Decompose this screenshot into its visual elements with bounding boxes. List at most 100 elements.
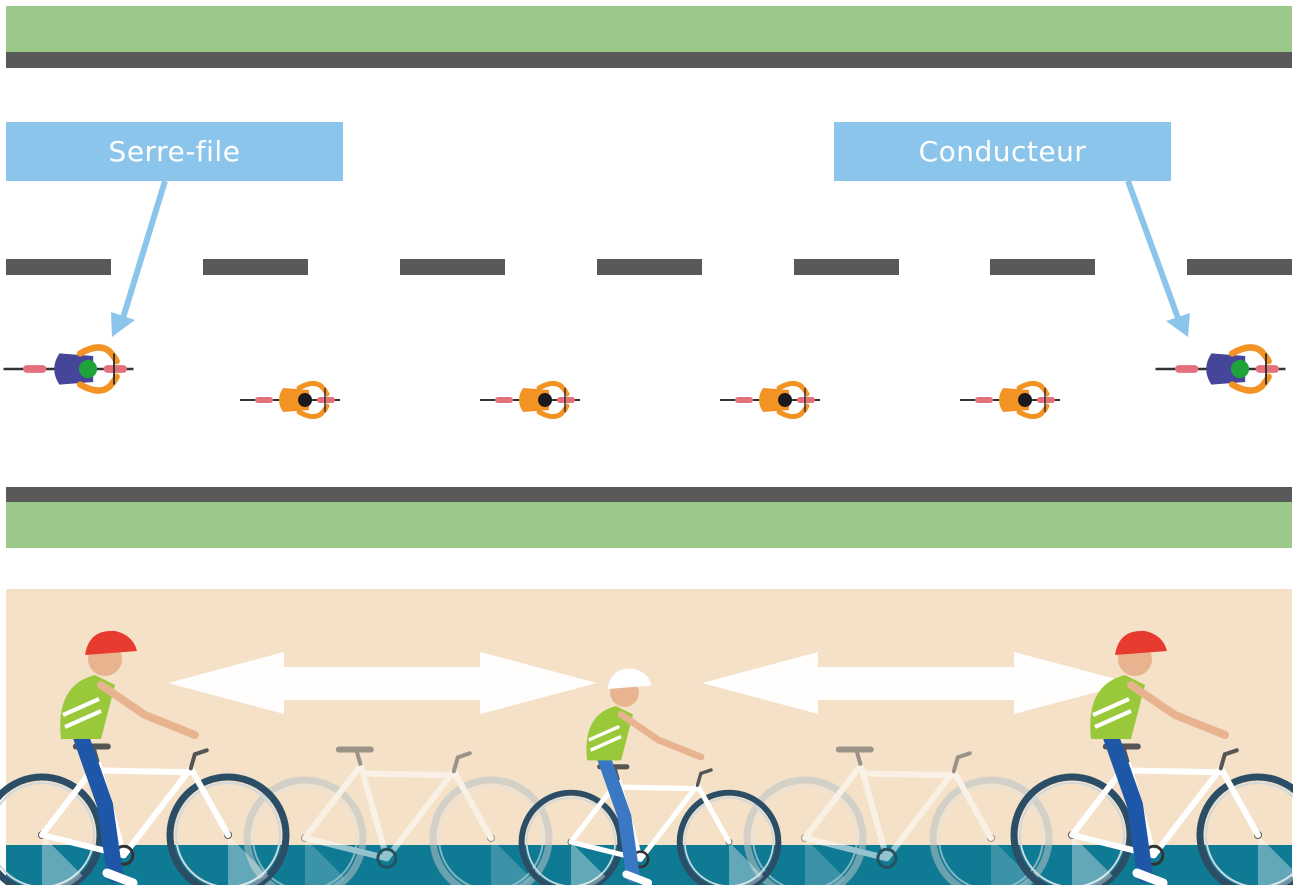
front-wheel bbox=[797, 397, 815, 403]
rider-shoe bbox=[622, 870, 653, 887]
rear-wheel bbox=[0, 773, 104, 889]
rider-leg bbox=[1103, 729, 1153, 883]
bike-helmet bbox=[607, 668, 652, 689]
rider-arm bbox=[97, 681, 199, 739]
spacing-double-arrow bbox=[702, 652, 1131, 714]
lead-rider-label: Conducteur bbox=[834, 122, 1171, 181]
lead-adult-rider bbox=[1010, 630, 1293, 889]
front-wheel-rim bbox=[938, 785, 1044, 889]
rider-leg bbox=[597, 751, 640, 883]
bike-main-frame bbox=[1128, 765, 1261, 859]
vest-stripe bbox=[1094, 709, 1132, 729]
vest-stripe bbox=[62, 697, 100, 717]
side-riders bbox=[0, 630, 1293, 889]
rear-wheel bbox=[735, 397, 753, 403]
front-wheel-rim bbox=[438, 785, 544, 889]
chainring bbox=[876, 847, 898, 869]
top-road-edge bbox=[6, 52, 1292, 68]
handlebar bbox=[1218, 748, 1239, 771]
rear-wheel-rim bbox=[252, 785, 358, 889]
rider-helmet bbox=[778, 393, 792, 407]
front-wheel bbox=[166, 773, 290, 889]
lane-dash bbox=[794, 259, 899, 275]
seat-post bbox=[854, 750, 863, 767]
bike-helmet bbox=[1115, 630, 1167, 655]
vest-stripe bbox=[1092, 697, 1130, 717]
vest-stripe bbox=[589, 735, 622, 752]
front-wheel-shine bbox=[228, 835, 269, 889]
handlebar bbox=[188, 748, 209, 771]
rider-helmet bbox=[538, 393, 552, 407]
rear-wheel bbox=[1010, 773, 1134, 889]
bottom-road-edge bbox=[6, 487, 1292, 502]
front-wheel bbox=[429, 776, 553, 889]
bike-main-frame bbox=[619, 782, 732, 862]
rear-wheel-shine bbox=[305, 838, 346, 889]
bike-main-frame bbox=[98, 765, 231, 859]
ghost-bicycle bbox=[243, 746, 553, 889]
topview-cyclist bbox=[240, 380, 340, 420]
bike-rear-triangle bbox=[302, 762, 390, 862]
lane-dash bbox=[400, 259, 505, 275]
ghost-bikes bbox=[243, 746, 1053, 889]
rider-helmet bbox=[1018, 393, 1032, 407]
rear-wheel bbox=[243, 776, 367, 889]
topview-cyclist bbox=[960, 380, 1060, 420]
handlebar bbox=[451, 751, 472, 774]
bike-main-frame bbox=[861, 768, 994, 862]
vest-stripe bbox=[64, 709, 102, 729]
topview-cyclist bbox=[720, 380, 820, 420]
lane-dash bbox=[990, 259, 1095, 275]
handlebar bbox=[951, 751, 972, 774]
lane-dash bbox=[6, 259, 111, 275]
rear-wheel bbox=[255, 397, 273, 403]
vest-stripe bbox=[588, 724, 621, 742]
rear-wheel-shine bbox=[1072, 835, 1113, 889]
rider-helmet bbox=[78, 359, 98, 379]
lane-dash bbox=[597, 259, 702, 275]
topview-cyclist bbox=[3, 344, 134, 394]
ghost-bicycle bbox=[743, 746, 1053, 889]
rider-helmet bbox=[298, 393, 312, 407]
rear-wheel bbox=[518, 789, 624, 889]
rear-wheel bbox=[1175, 365, 1199, 373]
rider-leg bbox=[73, 729, 123, 883]
front-wheel-shine bbox=[491, 838, 532, 889]
rider-helmet bbox=[1230, 359, 1250, 379]
topview-cyclist bbox=[1155, 344, 1286, 394]
front-wheel-shine bbox=[991, 838, 1032, 889]
front-wheel bbox=[557, 397, 575, 403]
rear-adult-rider bbox=[0, 630, 290, 889]
front-wheel bbox=[676, 789, 782, 889]
front-wheel bbox=[1196, 773, 1293, 889]
rear-wheel-rim bbox=[752, 785, 858, 889]
rear-wheel-shine bbox=[42, 835, 83, 889]
front-wheel bbox=[1255, 365, 1279, 373]
bike-rear-triangle bbox=[802, 762, 890, 862]
lane-dash bbox=[203, 259, 308, 275]
bike-main-frame bbox=[361, 768, 494, 862]
rider-shoe bbox=[1132, 868, 1168, 888]
side-bicycle bbox=[0, 743, 290, 889]
front-pointer-arrow bbox=[1125, 179, 1190, 337]
top-grass-verge bbox=[6, 6, 1292, 52]
rear-rider-label: Serre-file bbox=[6, 122, 343, 181]
rear-wheel bbox=[975, 397, 993, 403]
bike-helmet bbox=[85, 630, 137, 655]
front-wheel-shine bbox=[729, 842, 764, 889]
rider-arm bbox=[617, 711, 705, 761]
rear-wheel bbox=[495, 397, 513, 403]
rear-wheel-shine bbox=[570, 842, 606, 889]
front-wheel-shine bbox=[1258, 835, 1293, 889]
rear-wheel-shine bbox=[805, 838, 846, 889]
handlebar bbox=[695, 768, 713, 788]
lane-dash bbox=[1187, 259, 1292, 275]
rear-pointer-arrow bbox=[111, 180, 168, 337]
front-wheel bbox=[1037, 397, 1055, 403]
seat-post bbox=[354, 750, 363, 767]
bottom-grass-verge bbox=[6, 502, 1292, 548]
chainring bbox=[376, 847, 398, 869]
rider-shoe bbox=[102, 868, 138, 888]
